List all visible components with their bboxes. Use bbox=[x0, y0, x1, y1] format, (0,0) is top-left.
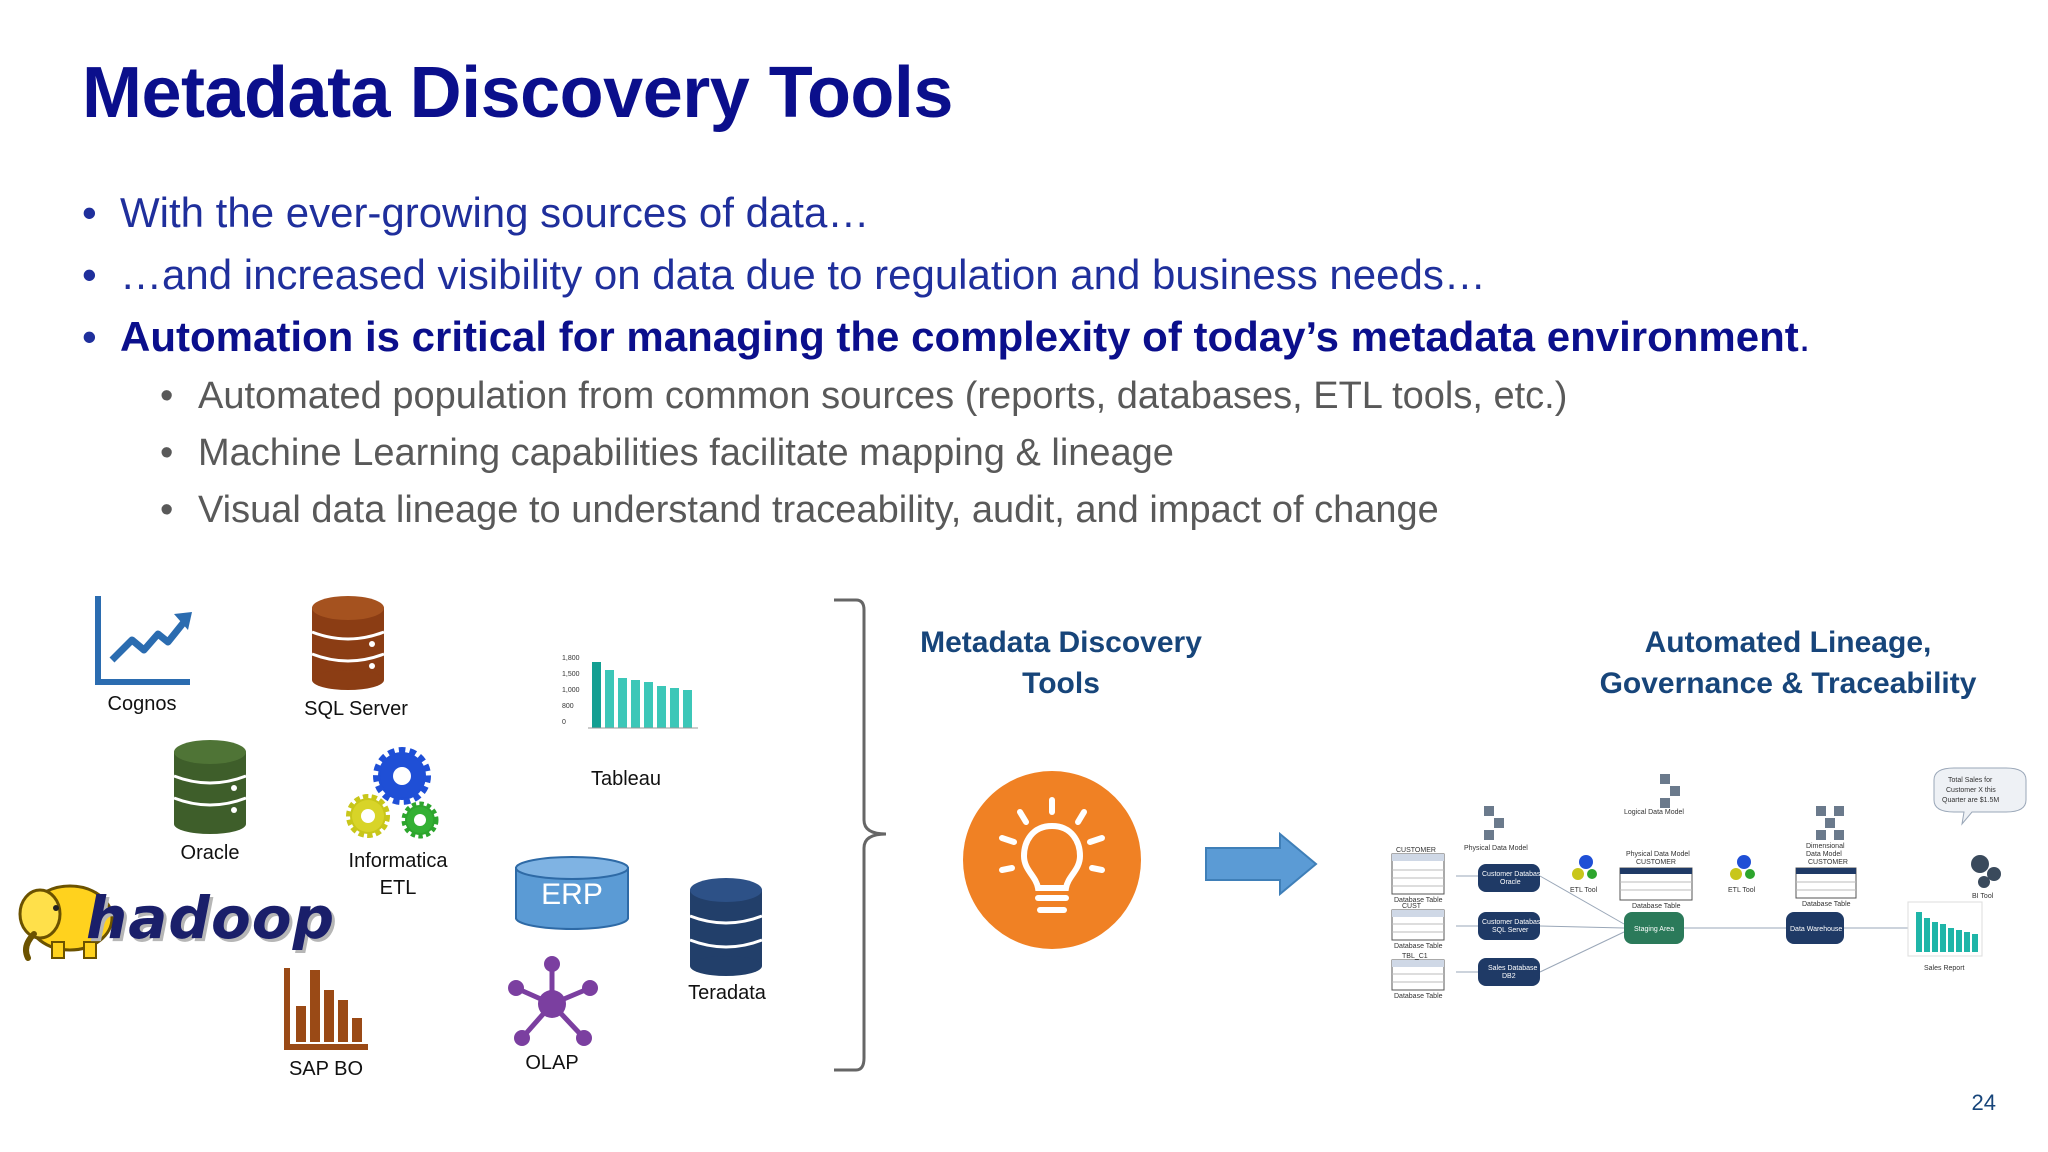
bullet-3-tail: . bbox=[1798, 313, 1811, 360]
tableau-bar bbox=[670, 688, 679, 728]
informatica-label: Informatica ETL bbox=[334, 848, 462, 902]
automated-lineage-heading: Automated Lineage, Governance & Traceabi… bbox=[1560, 622, 2016, 704]
lineage-logical-model-label: Logical Data Model bbox=[1624, 809, 1684, 816]
sap-bo-label: SAP BO bbox=[288, 1058, 364, 1080]
bullet-2: …and increased visibility on data due to… bbox=[82, 244, 1982, 306]
teradata-label: Teradata bbox=[688, 982, 766, 1004]
erp-label: ERP bbox=[541, 878, 603, 911]
metadata-discovery-heading: Metadata Discovery Tools bbox=[896, 622, 1226, 704]
lineage-table-label-5: Database Table bbox=[1802, 901, 1851, 908]
lineage-etl-tool-1: ETL Tool bbox=[1570, 887, 1598, 894]
lineage-db-sql-1: Customer Database bbox=[1482, 919, 1544, 926]
sap-bo-bar-chart-icon bbox=[284, 968, 368, 1050]
lineage-table-label-1: Database Table bbox=[1394, 897, 1443, 904]
bullet-3: Automation is critical for managing the … bbox=[82, 306, 1982, 368]
lineage-sales-report-label: Sales Report bbox=[1924, 965, 1965, 972]
olap-network-icon bbox=[508, 956, 598, 1046]
informatica-gears-icon bbox=[346, 747, 439, 839]
lineage-db-oracle-1: Customer Database bbox=[1482, 871, 1544, 878]
lineage-table-label-2: Database Table bbox=[1394, 943, 1443, 950]
tableau-bar bbox=[605, 670, 614, 728]
lineage-etl-tool-2: ETL Tool bbox=[1728, 887, 1756, 894]
hadoop-wordmark: hadoop bbox=[86, 884, 336, 952]
lineage-customer-label-3: CUSTOMER bbox=[1808, 859, 1848, 866]
lineage-table-label-4: Database Table bbox=[1632, 903, 1681, 910]
svg-text:0: 0 bbox=[562, 719, 566, 726]
etl-gear-icon-2 bbox=[1730, 855, 1755, 880]
sub-bullet-3: Visual data lineage to understand tracea… bbox=[82, 482, 1982, 539]
sql-server-label: SQL Server bbox=[304, 698, 408, 720]
lineage-staging-area-label: Staging Area bbox=[1634, 926, 1674, 933]
lineage-data-warehouse-label: Data Warehouse bbox=[1790, 926, 1842, 933]
informatica-label-line1: Informatica bbox=[348, 850, 448, 872]
bullet-1: With the ever-growing sources of data… bbox=[82, 182, 1982, 244]
sub-bullet-1: Automated population from common sources… bbox=[82, 368, 1982, 425]
olap-label: OLAP bbox=[525, 1052, 579, 1074]
lineage-db-oracle-2: Oracle bbox=[1500, 879, 1521, 886]
bubble-line-1: Total Sales for bbox=[1948, 777, 1993, 784]
hadoop-elephant-logo-icon bbox=[18, 884, 114, 961]
lineage-cust-label: CUST bbox=[1402, 903, 1422, 910]
etl-gear-icon-1 bbox=[1572, 855, 1597, 880]
lineage-db-sales-1: Sales Database bbox=[1488, 965, 1538, 972]
page-number: 24 bbox=[1971, 1090, 1996, 1115]
erp-database-icon bbox=[515, 856, 629, 930]
tableau-bar bbox=[644, 682, 653, 728]
svg-text:1,500: 1,500 bbox=[562, 671, 580, 678]
sub-bullet-2: Machine Learning capabilities facilitate… bbox=[82, 425, 1982, 482]
bullet-3-bold: Automation is critical for managing the … bbox=[120, 313, 1799, 360]
source-tables bbox=[1391, 853, 1445, 991]
svg-text:1,000: 1,000 bbox=[562, 687, 580, 694]
tableau-bar-chart-icon: 1,800 1,500 1,000 800 0 bbox=[562, 655, 698, 729]
slide-title: Metadata Discovery Tools bbox=[82, 53, 953, 133]
bubble-line-3: Quarter are $1.5M bbox=[1942, 797, 1999, 804]
right-curly-brace bbox=[834, 598, 887, 1072]
lineage-tblc1-label: TBL_C1 bbox=[1402, 953, 1428, 960]
lineage-physical-model-label-2: Physical Data Model bbox=[1626, 851, 1690, 858]
sql-server-database-icon bbox=[311, 596, 385, 690]
tableau-bar bbox=[631, 680, 640, 728]
lineage-customer-label: CUSTOMER bbox=[1396, 847, 1436, 854]
lineage-dimensional-2: Data Model bbox=[1806, 851, 1842, 858]
oracle-label: Oracle bbox=[180, 842, 240, 864]
lightbulb-icon bbox=[963, 771, 1141, 949]
svg-text:1,800: 1,800 bbox=[562, 655, 580, 662]
tableau-bar bbox=[592, 662, 601, 728]
lineage-table-label-3: Database Table bbox=[1394, 993, 1443, 1000]
metadata-discovery-heading-line1: Metadata Discovery bbox=[920, 626, 1202, 659]
metadata-discovery-heading-line2: Tools bbox=[1022, 667, 1100, 700]
lineage-db-sales-2: DB2 bbox=[1502, 973, 1516, 980]
lineage-dimensional-1: Dimensional bbox=[1806, 843, 1845, 850]
informatica-label-line2: ETL bbox=[379, 877, 417, 899]
cognos-chart-icon bbox=[95, 596, 192, 685]
oracle-database-icon bbox=[173, 740, 247, 834]
teradata-database-icon bbox=[689, 878, 763, 976]
tableau-bars bbox=[592, 662, 692, 728]
bullet-list: With the ever-growing sources of data… …… bbox=[82, 182, 1982, 539]
lineage-diagram: CUSTOMER Database Table CUST Database Ta… bbox=[1391, 767, 2027, 1000]
lineage-db-sql-2: SQL Server bbox=[1492, 927, 1529, 934]
svg-text:800: 800 bbox=[562, 703, 574, 710]
tableau-bar bbox=[618, 678, 627, 728]
right-arrow-icon bbox=[1205, 832, 1318, 896]
tableau-bar bbox=[683, 690, 692, 728]
tableau-label: Tableau bbox=[590, 768, 662, 790]
lineage-physical-model-label-1: Physical Data Model bbox=[1464, 845, 1528, 852]
lineage-customer-label-2: CUSTOMER bbox=[1636, 859, 1676, 866]
tableau-bar bbox=[657, 686, 666, 728]
automated-lineage-heading-line2: Governance & Traceability bbox=[1599, 667, 1977, 700]
bi-tool-icon bbox=[1971, 855, 2001, 888]
automated-lineage-heading-line1: Automated Lineage, bbox=[1644, 626, 1932, 659]
cognos-label: Cognos bbox=[107, 693, 177, 715]
lineage-bi-tool-label: BI Tool bbox=[1972, 893, 1994, 900]
bubble-line-2: Customer X this bbox=[1946, 787, 1996, 794]
